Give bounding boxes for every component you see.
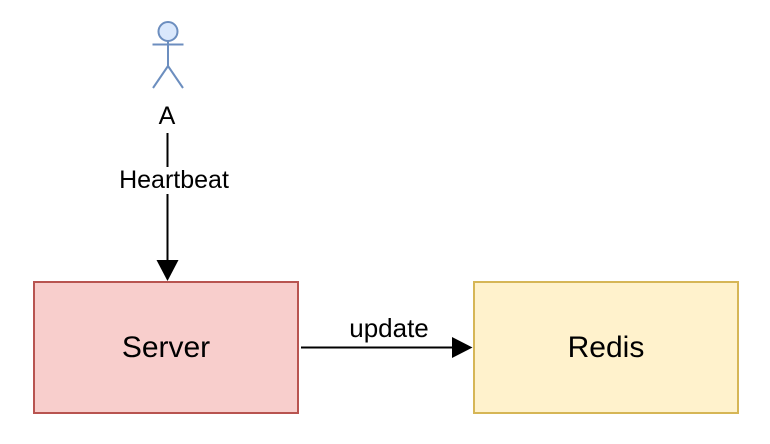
heartbeat-arrow [156,133,179,281]
actor-label: A [158,102,176,130]
actor-icon [152,21,184,89]
node-redis-label: Redis [567,330,645,364]
update-arrowhead-icon [452,337,473,358]
node-server: Server [33,281,299,414]
heartbeat-arrowhead-icon [156,260,179,281]
actor-head [157,21,179,42]
node-redis: Redis [473,281,739,414]
node-server-label: Server [121,330,211,364]
edge-label-heartbeat: Heartbeat [116,167,232,194]
edge-label-update: update [347,313,431,343]
